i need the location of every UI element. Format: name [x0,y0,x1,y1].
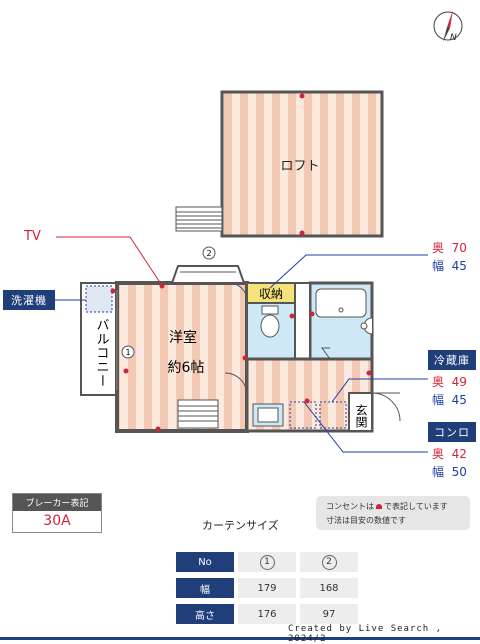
fridge-tag: 冷蔵庫 [428,350,476,370]
balcony-label: バルコニー [94,318,110,388]
footer-credit: Created by Live Search , 2024/2 [288,624,443,644]
bathtub-icon [315,288,367,318]
fridge-dims: 奥 49 幅 45 [432,375,467,407]
kitchen-sink-icon [252,403,284,427]
curtain-marker-2: 2 [202,246,216,260]
header-1: 1 [238,552,296,572]
breaker-title: ブレーカー表記 [13,494,101,511]
top-dims: 奥 70 幅 45 [432,241,467,273]
western-room-size: 約6帖 [168,360,205,376]
tv-label: TV [24,229,41,244]
legend-note: コンセントはで表記しています 寸法は目安の数値です [316,496,470,530]
washer-spot [85,285,113,313]
fridge-spot [319,401,347,429]
compass-icon: N [433,10,463,43]
bay-window [170,265,246,284]
toilet-icon [260,305,280,338]
storage-label: 収納 [259,287,283,301]
table-cell: 97 [300,604,358,624]
header-no: No [176,552,234,572]
table-cell: 176 [238,604,296,624]
room-ladder [177,399,219,429]
washer-tag: 洗濯機 [3,290,55,310]
row-label: 幅 [176,578,234,598]
leader-lines [55,236,428,453]
entrance-label: 玄関 [354,403,368,428]
table-row: 高さ 176 97 [176,604,358,624]
header-2: 2 [300,552,358,572]
outlets [110,283,372,432]
table-row: No 1 2 [176,552,358,572]
row-label: 高さ [176,604,234,624]
curtain-marker-1: 1 [121,345,135,359]
table-row: 幅 179 168 [176,578,358,598]
stove-tag: コンロ [428,422,476,442]
stove-spot [289,401,317,429]
table-cell: 168 [300,578,358,598]
loft-label: ロフト [280,159,319,174]
svg-text:N: N [450,33,457,43]
wash-basin-icon [360,317,373,335]
loft-room [220,90,384,238]
svg-text:1: 1 [125,348,130,357]
breaker-value: 30A [43,513,71,529]
breaker-box: ブレーカー表記 30A [12,493,102,533]
stove-dims: 奥 42 幅 50 [432,447,467,479]
outlet-icon [376,504,382,509]
loft-ladder [175,206,223,232]
western-room-label: 洋室 [169,329,197,346]
svg-text:2: 2 [206,249,211,258]
doors [224,282,401,422]
curtain-title: カーテンサイズ [202,519,279,532]
table-cell: 179 [238,578,296,598]
curtain-table: No 1 2 幅 179 168 高さ 176 97 [172,546,362,630]
